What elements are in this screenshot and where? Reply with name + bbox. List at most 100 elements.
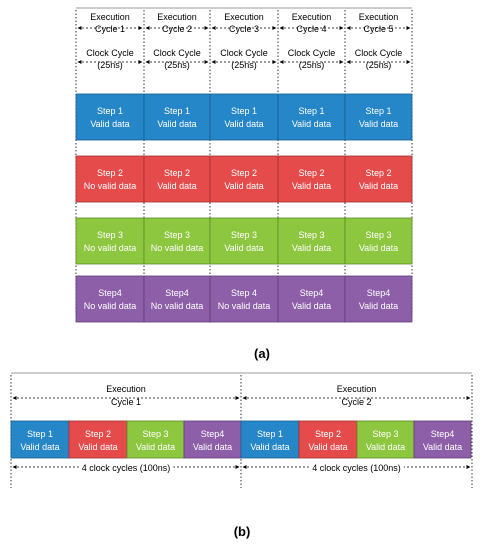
data-status-label: No valid data <box>151 301 204 311</box>
step-cell: Step 4 No valid data <box>209 275 279 323</box>
step-cell-box <box>277 155 346 203</box>
step-label: Step 2 <box>97 168 123 178</box>
data-status-label: Valid data <box>292 301 331 311</box>
step-label: Step 3 <box>97 230 123 240</box>
clock-cycle-duration: (25ns) <box>366 60 392 70</box>
step-cell: Step 3 Valid data <box>356 420 415 459</box>
data-status-label: No valid data <box>218 301 271 311</box>
data-status-label: Valid data <box>292 119 331 129</box>
step-cell: Step 1 Valid data <box>277 93 346 141</box>
clock-cycle-duration: (25ns) <box>231 60 257 70</box>
step-cell: Step 3No valid data <box>143 217 211 265</box>
data-status-label: Valid data <box>20 442 59 452</box>
clock-cycles-label: 4 clock cycles (100ns) <box>82 463 171 473</box>
step-cell: Step 3 No valid data <box>75 217 145 265</box>
execution-cycle-label: Execution <box>157 12 197 22</box>
step-label: Step 2 <box>315 429 341 439</box>
data-status-label: No valid data <box>84 181 137 191</box>
data-status-label: Valid data <box>359 119 398 129</box>
data-status-label: Valid data <box>193 442 232 452</box>
panel-a-label: (a) <box>254 346 270 361</box>
step-cell-box <box>183 420 242 459</box>
step-cell-box <box>413 420 472 459</box>
execution-cycle-label: Execution <box>359 12 399 22</box>
step-cell-box <box>143 275 211 323</box>
clock-cycle-label: Clock Cycle <box>86 48 134 58</box>
execution-cycle-label: Execution <box>337 384 377 394</box>
step-cell-box <box>209 275 279 323</box>
step-cell-box <box>75 275 145 323</box>
step-cell-box <box>277 275 346 323</box>
data-status-label: Valid data <box>292 181 331 191</box>
step-label: Step 1 <box>27 429 53 439</box>
step-cell: Step 2 No valid data <box>75 155 145 203</box>
step-label: Step4 <box>201 429 225 439</box>
step-label: Step 1 <box>257 429 283 439</box>
label-background <box>78 463 174 473</box>
step-cell-box <box>126 420 185 459</box>
step-label: Step 1 <box>164 106 190 116</box>
execution-cycle-number: Cycle 2 <box>341 397 371 407</box>
step-cell: Step 2 Valid data <box>68 420 128 459</box>
data-status-label: Valid data <box>157 119 196 129</box>
step-label: Step 3 <box>142 429 168 439</box>
data-status-label: No valid data <box>84 301 137 311</box>
data-status-label: Valid data <box>292 243 331 253</box>
data-status-label: Valid data <box>136 442 175 452</box>
clock-cycle-duration: (25ns) <box>97 60 123 70</box>
clock-cycle-label: Clock Cycle <box>288 48 336 58</box>
step-label: Step 3 <box>231 230 257 240</box>
step-label: Step 2 <box>164 168 190 178</box>
step-cell: Step 3 Valid data <box>277 217 346 265</box>
step-label: Step4 <box>98 288 122 298</box>
data-status-label: Valid data <box>359 301 398 311</box>
clock-cycle-label: Clock Cycle <box>220 48 268 58</box>
step-cell-box <box>75 93 145 141</box>
step-cell-box <box>143 155 211 203</box>
data-status-label: Valid data <box>224 119 263 129</box>
execution-cycle-label: Execution <box>106 384 146 394</box>
step-label: Step 3 <box>298 230 324 240</box>
step-label: Step 4 <box>231 288 257 298</box>
step-cell-box <box>143 217 211 265</box>
execution-cycle-label: Execution <box>90 12 130 22</box>
step-label: Step 2 <box>365 168 391 178</box>
clock-cycle-label: Clock Cycle <box>355 48 403 58</box>
step-label: Step 2 <box>298 168 324 178</box>
data-status-label: Valid data <box>78 442 117 452</box>
step-label: Step4 <box>431 429 455 439</box>
step-cell: Step 1 Valid data <box>143 93 211 141</box>
step-label: Step 1 <box>231 106 257 116</box>
step-cell-box <box>68 420 128 459</box>
step-cell-box <box>240 420 300 459</box>
step-cell: Step 2 Valid data <box>143 155 211 203</box>
step-label: Step 1 <box>97 106 123 116</box>
step-label: Step 2 <box>85 429 111 439</box>
step-cell: Step 3 Valid data <box>126 420 185 459</box>
step-label: Step 3 <box>164 230 190 240</box>
step-cell-box <box>75 155 145 203</box>
step-cell-box <box>344 155 413 203</box>
step-label: Step 1 <box>298 106 324 116</box>
execution-cycle-label: Execution <box>224 12 264 22</box>
step-label: Step 3 <box>372 429 398 439</box>
data-status-label: Valid data <box>157 181 196 191</box>
data-status-label: Valid data <box>224 181 263 191</box>
data-status-label: Valid data <box>359 181 398 191</box>
data-status-label: Valid data <box>308 442 347 452</box>
data-status-label: No valid data <box>84 243 137 253</box>
data-status-label: Valid data <box>366 442 405 452</box>
step-cell-box <box>277 217 346 265</box>
step-label: Step4 <box>367 288 391 298</box>
step-cell: Step 2 Valid data <box>277 155 346 203</box>
execution-cycle-number: Cycle 3 <box>229 24 259 34</box>
